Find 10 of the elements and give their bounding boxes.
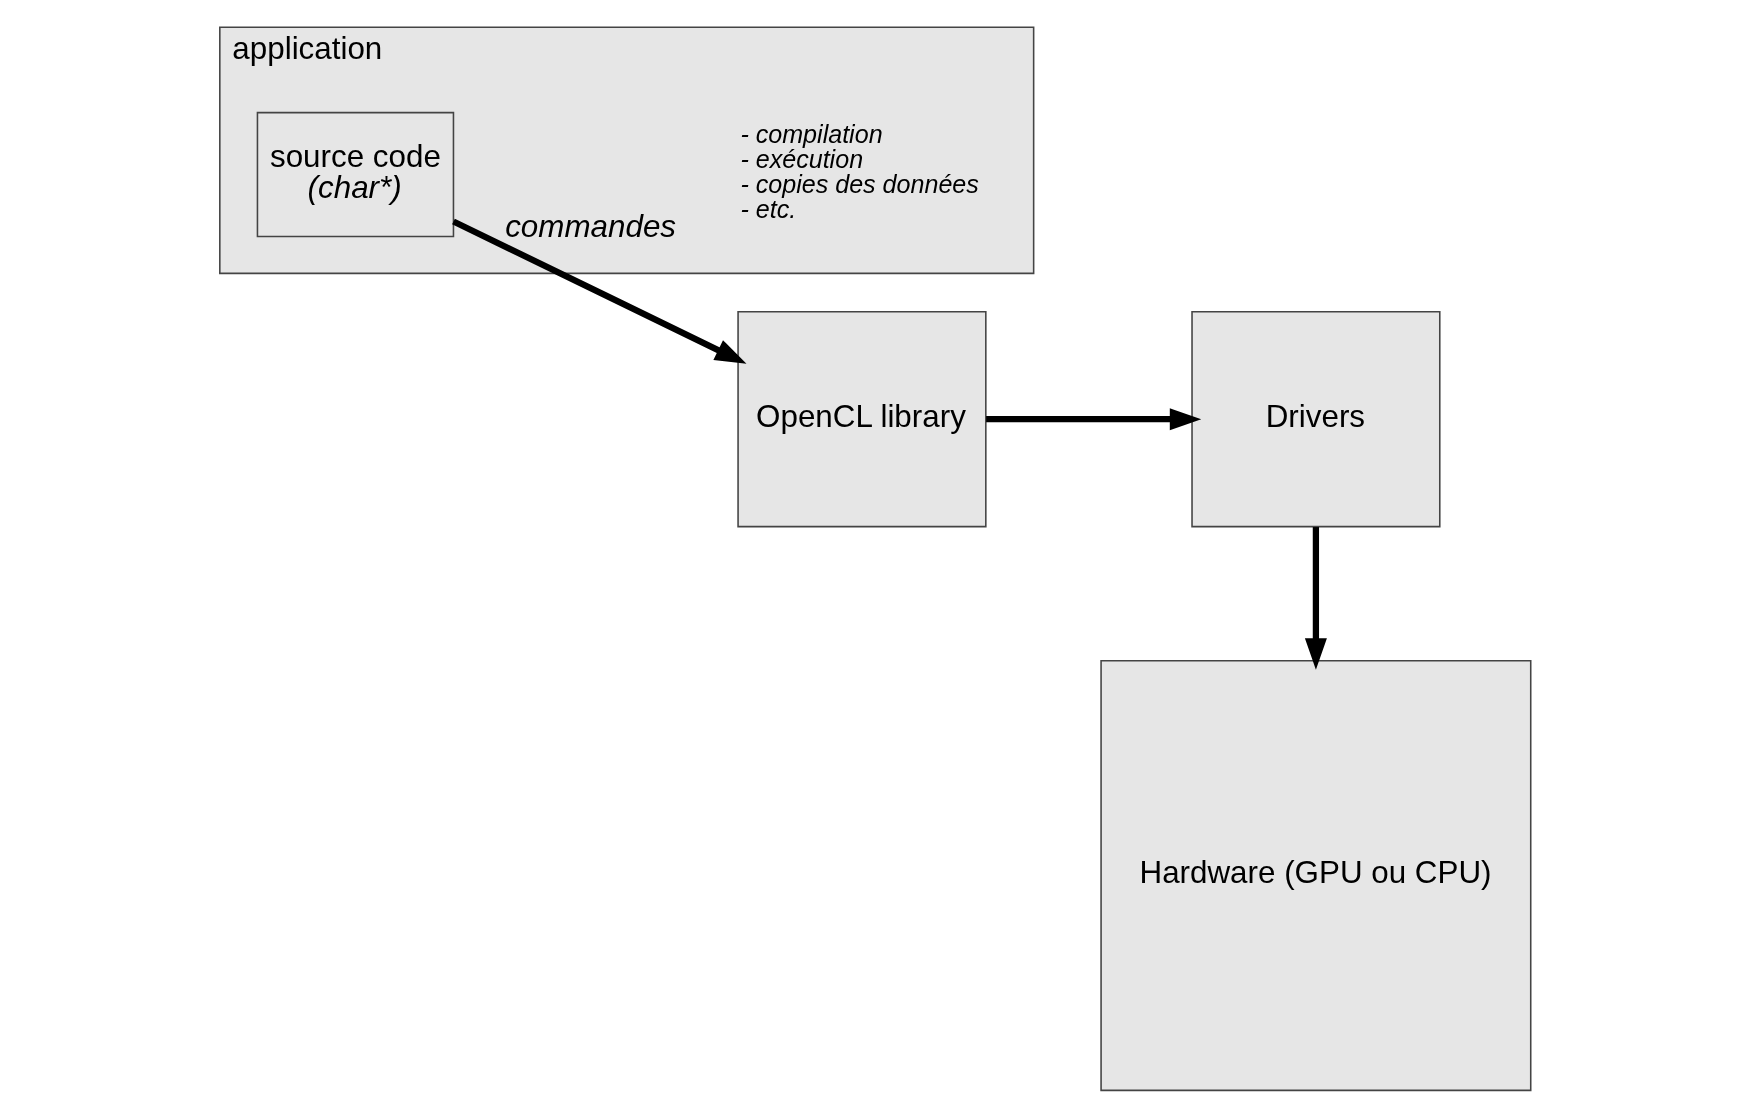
label: - copies des données — [739, 170, 979, 199]
edge-label: commandes — [504, 209, 676, 245]
arrow — [985, 408, 1201, 431]
label: - compilation — [739, 119, 883, 148]
node-box: OpenCL library — [736, 311, 987, 528]
node-box: Drivers — [1190, 311, 1441, 528]
arrow — [451, 218, 746, 364]
node-box: source code (char*) — [256, 111, 454, 238]
node-box: Hardware (GPU ou CPU) — [1099, 659, 1531, 1092]
arrow — [1304, 527, 1327, 670]
